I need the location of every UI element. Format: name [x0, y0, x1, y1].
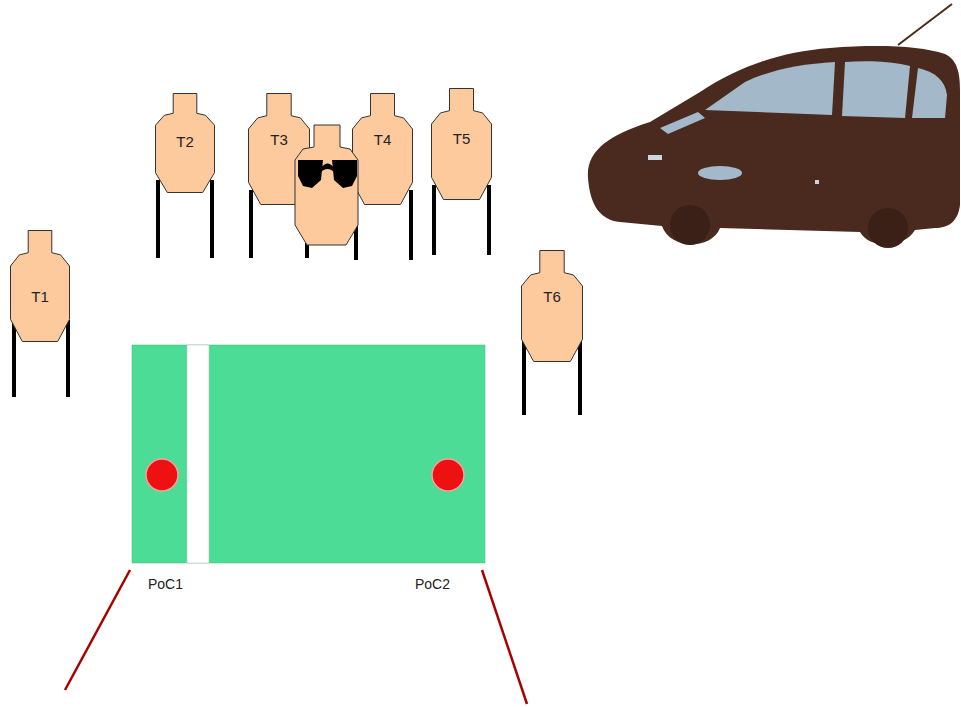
target-silhouette: T6 — [521, 250, 583, 362]
target-outline — [521, 250, 583, 362]
target-label: T2 — [155, 133, 215, 150]
target-silhouette: T2 — [155, 93, 215, 193]
target-silhouette: T1 — [10, 230, 70, 342]
vehicle — [588, 4, 960, 248]
target-label: T5 — [431, 130, 492, 147]
target-label: T1 — [10, 288, 70, 305]
target-silhouette: T5 — [431, 88, 492, 200]
position-label: PoC2 — [415, 576, 450, 592]
target-silhouette: T4 — [352, 93, 413, 205]
target-label: T6 — [521, 288, 583, 305]
position-label: PoC1 — [148, 576, 183, 592]
target-outline — [352, 93, 413, 205]
target-label: T3 — [248, 131, 310, 148]
boundary-lines — [65, 570, 527, 704]
target-label: T4 — [352, 131, 413, 148]
mat — [132, 345, 485, 563]
target-outline — [10, 230, 70, 342]
